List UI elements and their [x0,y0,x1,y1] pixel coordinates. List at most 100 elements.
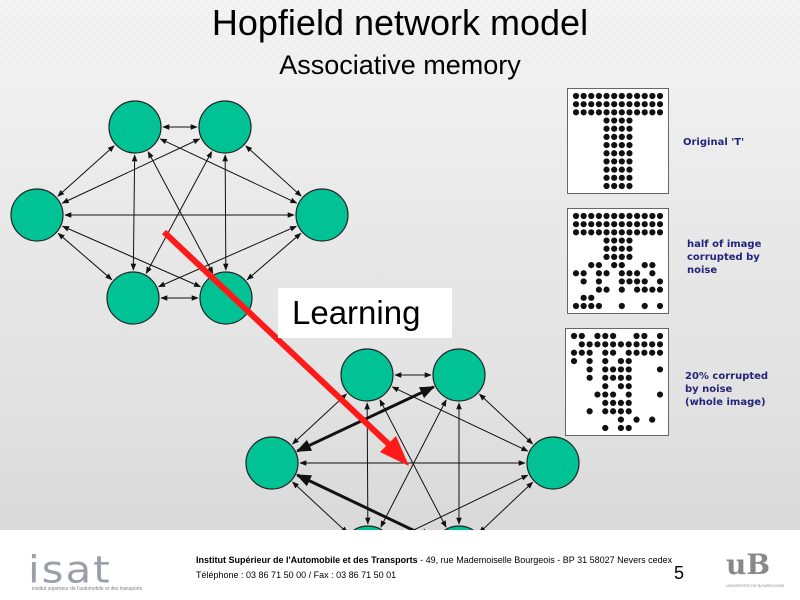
pattern-dot [641,261,648,269]
institute-name: Institut Supérieur de l'Automobile et de… [196,555,418,565]
net1-node-0 [108,100,162,154]
pattern-dot [626,182,633,190]
pattern-dot [633,101,641,108]
pattern-dot [633,332,640,340]
pattern-dot [656,229,664,236]
pattern-dot [595,229,603,236]
pattern-dot [603,109,610,116]
pattern-dot [617,366,625,373]
pattern-dot [618,253,625,261]
pattern-dot [595,286,603,293]
net1-edge-1-3 [245,145,302,197]
pattern-dot [602,349,609,356]
pattern-dot [588,101,595,108]
isat-logo-subtitle: institut supérieur de l'automobile et de… [32,586,143,592]
pattern-dot [618,212,625,220]
pattern-dot [618,101,625,108]
pattern-dot [625,357,632,365]
pattern-dot [625,391,632,398]
pattern-dot [625,366,632,373]
pattern-dot [649,109,656,116]
slide-subtitle: Associative memory [279,50,521,80]
pattern-dot [618,125,625,132]
net1-node-3 [295,188,349,242]
pattern-dot [603,117,610,124]
net1-node-5 [199,271,253,325]
pattern-dot [602,424,609,432]
pattern-dot [580,294,587,301]
pattern-dot [618,270,625,277]
pattern-dot [641,229,648,236]
pattern-dot [611,125,618,132]
title-band [0,0,800,70]
net1-node-4 [106,271,160,325]
pattern-dot [618,261,625,269]
pattern-dot [578,349,585,356]
pattern-dot [588,221,595,228]
network-trained [245,348,580,530]
pattern-dot [626,253,633,261]
pattern-dot [649,92,656,100]
pattern-dot [572,101,580,108]
pattern-dot [588,261,595,269]
pattern-dot [641,221,648,228]
caption-half-corrupted: half of image corrupted by noise [687,239,762,276]
pattern-dot [633,109,641,116]
pattern-dot [570,332,578,340]
pattern-dot [588,294,595,301]
pattern-dot [626,212,633,220]
pattern-dot [641,302,648,310]
pattern-dot [618,141,625,149]
pattern-dot [595,302,603,310]
pattern-dot [618,237,625,244]
pattern-dot [595,261,603,269]
pattern-dot [617,416,625,423]
net1-edge-1-2 [61,138,201,204]
pattern-dot [649,261,656,269]
pattern-dot [602,366,609,373]
pattern-dot [611,133,618,141]
pattern-dot [625,408,632,415]
pattern-dot [603,166,610,173]
pattern-dot [633,270,641,277]
net1-edge-3-5 [246,232,302,281]
pattern-dot [626,101,633,108]
pattern-dot [611,212,618,220]
net1-edge-2-4 [57,232,113,281]
pattern-dot [570,357,578,365]
pattern-dot [626,125,633,132]
pattern-dot [656,332,664,340]
institute-address: - 49, rue Mademoiselle Bourgeois - BP 31… [417,555,673,565]
pattern-dot [609,408,617,415]
pattern-dot [633,212,641,220]
pattern-dot [611,221,618,228]
pattern-dot [618,221,625,228]
pattern-dot [649,341,656,348]
pattern-original-panel [567,88,669,194]
pattern-dot [626,109,633,116]
pattern-half-corrupted-grid [572,212,664,310]
pattern-dot [609,366,617,373]
footer-address: Institut Supérieur de l'Automobile et de… [196,555,672,565]
pattern-dot [602,341,609,348]
pattern-dot [641,109,648,116]
pattern-dot [572,212,580,220]
pattern-dot [588,109,595,116]
pattern-dot [595,212,603,220]
pattern-dot [594,391,601,398]
pattern-dot [602,357,609,365]
pattern-dot [595,221,603,228]
net2-edge-3-5 [478,481,534,530]
pattern-dot [572,229,580,236]
pattern-dot [618,278,625,285]
pattern-dot [578,341,585,348]
hopfield-diagram [10,100,580,530]
pattern-half-corrupted-panel [567,208,669,314]
pattern-dot [641,349,648,356]
pattern-dot [580,92,587,100]
pattern-dot [603,253,610,261]
pattern-dot [603,150,610,157]
net2-edge-0-2 [292,393,347,445]
pattern-dot [626,229,633,236]
pattern-dot [656,92,664,100]
